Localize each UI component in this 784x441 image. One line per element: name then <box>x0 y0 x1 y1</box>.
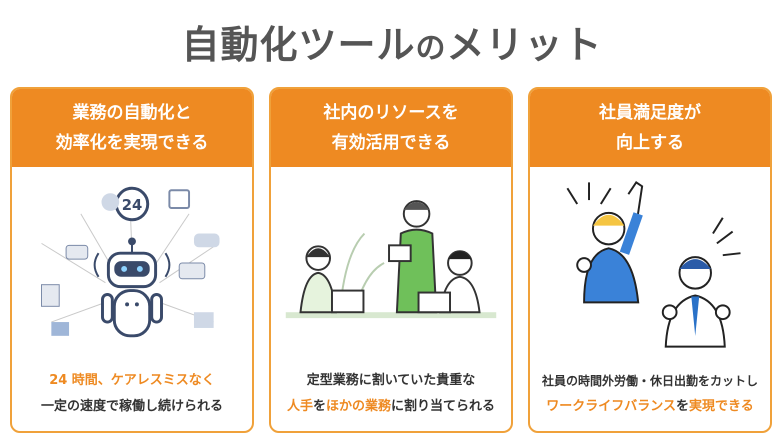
chat-icon <box>65 244 89 260</box>
calendar-icon <box>168 189 191 209</box>
title-particle: の <box>415 31 447 66</box>
footer-highlight-other-work: ほかの業務 <box>326 399 392 414</box>
meeting-illustration <box>285 200 497 319</box>
card-footer-line2: 人手をほかの業務に割り当てられる <box>287 394 495 420</box>
card-footer-line1: 24 時間、ケアレスミスなく <box>49 373 215 388</box>
footer-highlight-wlb: ワークライフバランス <box>546 399 676 414</box>
card-automation: 業務の自動化と 効率化を実現できる 24 <box>10 87 254 433</box>
card-footer: 定型業務に割いていた貴重な 人手をほかの業務に割り当てられる <box>271 357 511 431</box>
card-footer-line2: ワークライフバランスを実現できる <box>546 394 754 420</box>
cloud-gear-icon <box>101 193 120 211</box>
card-heading-line1: 社員満足度が <box>599 103 701 123</box>
person-cheering-woman-icon <box>576 181 644 304</box>
laptop-icon <box>331 289 365 314</box>
burst-lines-icon <box>566 182 741 257</box>
person-woman-icon <box>299 245 338 314</box>
clock-label: 24 <box>122 197 143 214</box>
card-footer-line1: 定型業務に割いていた貴重な <box>306 373 476 388</box>
card-heading-line2: 有効活用できる <box>331 133 451 153</box>
card-resources: 社内のリソースを 有効活用できる 定型業務に割いていた貴重な 人手をほかの業務に… <box>269 87 513 433</box>
document-icon <box>41 284 60 307</box>
title-main: 自動化ツール <box>181 23 416 67</box>
robot-illustration: 24 <box>41 186 220 338</box>
mail-icon <box>178 262 206 280</box>
laptop-icon <box>417 291 451 314</box>
chart-icon <box>51 322 70 336</box>
footer-highlight-hands: 人手 <box>286 399 313 414</box>
page-title: 自動化ツールのメリット <box>0 14 784 69</box>
footer-particle: を <box>675 399 689 414</box>
card-footer: 24 時間、ケアレスミスなく 一定の速度で稼働し続けられる <box>12 357 252 431</box>
card-heading-line1: 業務の自動化と <box>72 103 192 123</box>
briefcase-icon <box>193 312 214 328</box>
card-heading: 業務の自動化と 効率化を実現できる <box>12 89 252 167</box>
cheering-illustration <box>566 181 741 348</box>
card-heading-line1: 社内のリソースを <box>323 103 459 123</box>
handshake-icon <box>193 233 220 248</box>
card-heading: 社員満足度が 向上する <box>530 89 770 167</box>
footer-highlight-achieve: 実現できる <box>689 399 754 414</box>
card-footer-line1: 社員の時間外労働・休日出勤をカットし <box>541 374 758 388</box>
card-heading-line2: 向上する <box>616 133 684 153</box>
footer-tail: に割り当てられる <box>391 399 496 414</box>
card-satisfaction: 社員満足度が 向上する 社員の時間外労働・休日出勤をカットし ワークライフバ <box>528 87 772 433</box>
card-heading-line2: 効率化を実現できる <box>55 133 209 153</box>
robot-icon <box>93 237 171 338</box>
person-cheering-man-icon <box>661 256 731 348</box>
footer-particle: を <box>312 399 326 414</box>
card-footer-line2: 一定の速度で稼働し続けられる <box>40 399 223 414</box>
title-tail: メリット <box>446 23 603 67</box>
card-footer: 社員の時間外労働・休日出勤をカットし ワークライフバランスを実現できる <box>530 357 770 431</box>
card-heading: 社内のリソースを 有効活用できる <box>271 89 511 167</box>
